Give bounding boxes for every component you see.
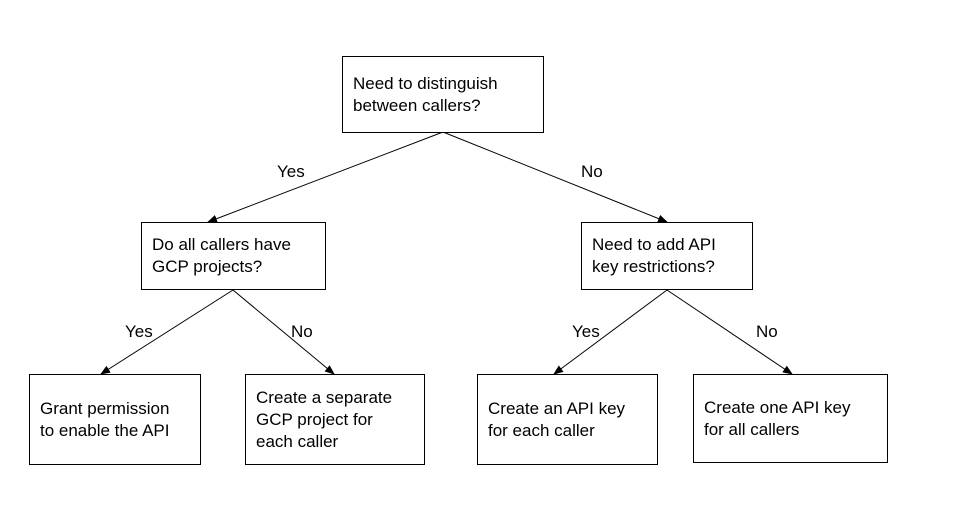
node-callers-have-gcp: Do all callers have GCP projects? <box>141 222 326 290</box>
edge-gcp-no <box>232 289 335 375</box>
node-api-key-restrictions: Need to add API key restrictions? <box>581 222 753 290</box>
edge-label-root-yes: Yes <box>277 162 305 181</box>
edge-label-gcp-yes: Yes <box>125 322 153 341</box>
edge-restr-no <box>666 289 793 375</box>
edge-root-yes <box>207 131 444 223</box>
node-one-api-key-all: Create one API key for all callers <box>693 374 888 463</box>
edge-label-root-no: No <box>581 162 603 181</box>
node-separate-gcp-project: Create a separate GCP project for each c… <box>245 374 425 465</box>
node-api-key-each-caller: Create an API key for each caller <box>477 374 658 465</box>
edge-label-restr-yes: Yes <box>572 322 600 341</box>
edge-restr-yes <box>553 289 668 375</box>
node-grant-permission: Grant permission to enable the API <box>29 374 201 465</box>
node-distinguish-callers: Need to distinguish between callers? <box>342 56 544 133</box>
edge-root-no <box>442 131 668 223</box>
edge-label-restr-no: No <box>756 322 778 341</box>
edge-gcp-yes <box>100 289 234 375</box>
edge-label-gcp-no: No <box>291 322 313 341</box>
